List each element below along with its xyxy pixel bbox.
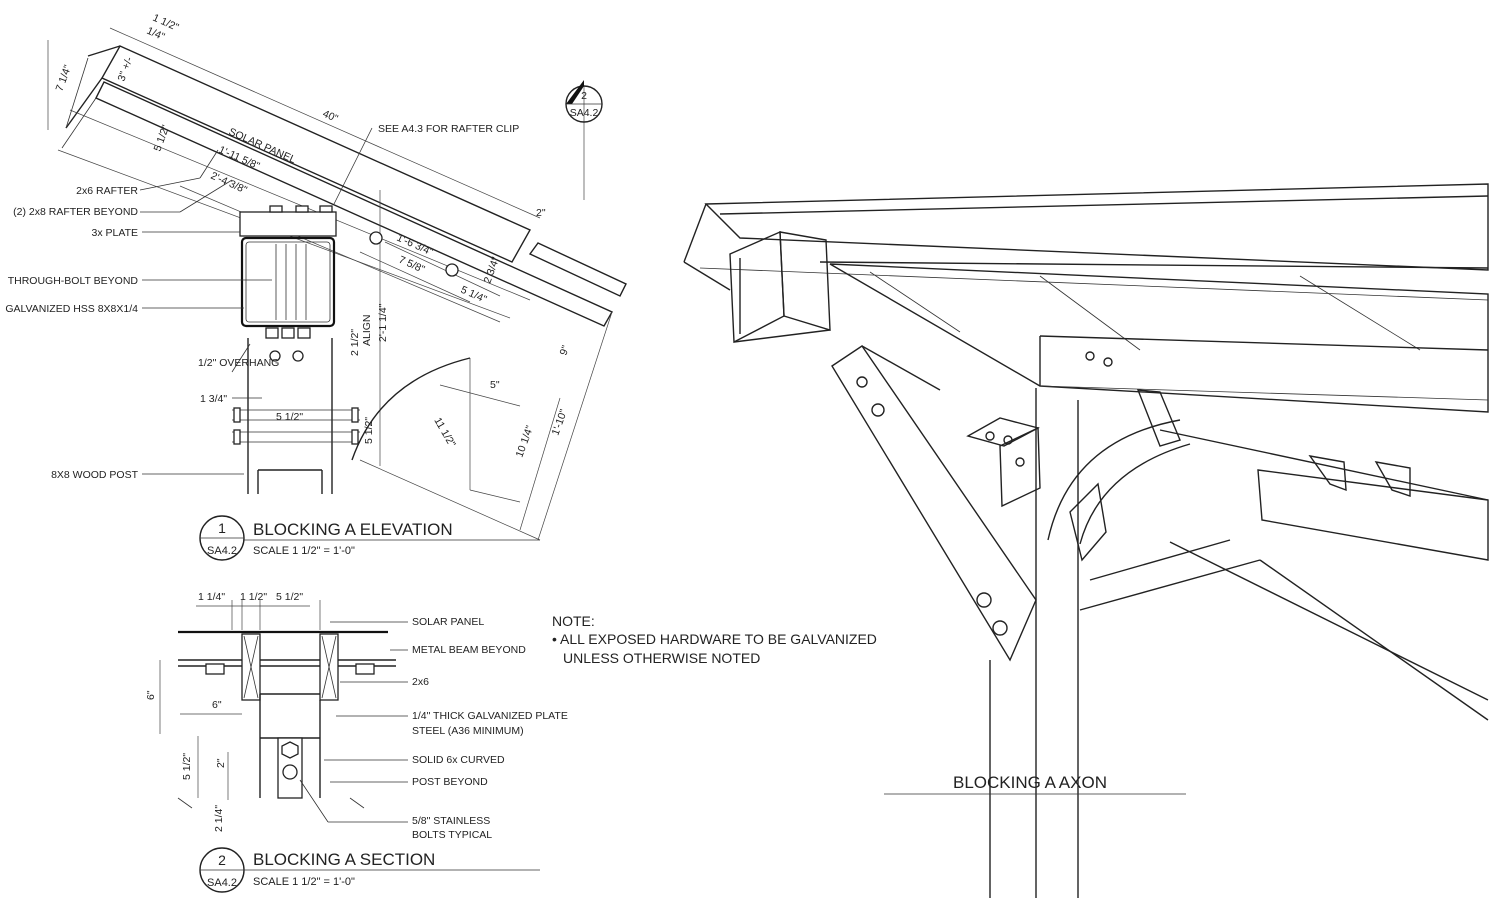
dim-5: 5" — [490, 379, 500, 391]
callout-sec-bolts-2: BOLTS TYPICAL — [412, 829, 492, 841]
callout-2x6-rafter: 2x6 RAFTER — [76, 185, 138, 197]
svg-text:SA4.2: SA4.2 — [207, 545, 237, 557]
dim-40: 40" — [321, 108, 340, 125]
dim-9: 9" — [558, 344, 573, 357]
dim-2-1-2: 2 1/2" — [349, 329, 361, 356]
callout-sec-bolts-1: 5/8" STAINLESS — [412, 815, 490, 827]
section-title: BLOCKING A SECTION — [253, 850, 435, 869]
dim-2-1-1-4: 2'-1 1/4" — [377, 303, 389, 342]
callout-sec-post-beyond: POST BEYOND — [412, 776, 488, 788]
section-scale: SCALE 1 1/2" = 1'-0" — [253, 876, 355, 888]
elevation-leaders — [139, 127, 373, 475]
note-heading: NOTE: — [552, 613, 595, 629]
section-cut-marker: 2 SA4.2 — [565, 80, 603, 123]
callout-sec-solid-curved: SOLID 6x CURVED — [412, 754, 505, 766]
callout-wood-post: 8X8 WOOD POST — [51, 469, 139, 481]
dim-sec-6-h: 6" — [212, 699, 222, 711]
dim-sec-5-1-2-v: 5 1/2" — [181, 753, 193, 780]
dim-sec-1-1-2: 1 1/2" — [240, 591, 267, 603]
svg-text:SA4.2: SA4.2 — [207, 877, 237, 889]
dim-5-1-2-side: 5 1/2" — [363, 417, 375, 444]
callout-through-bolt: THROUGH-BOLT BEYOND — [8, 275, 139, 287]
general-note: NOTE: • ALL EXPOSED HARDWARE TO BE GALVA… — [552, 613, 877, 666]
svg-text:2: 2 — [581, 90, 587, 102]
dim-sec-2: 2" — [215, 758, 227, 768]
dim-2-3-4: 2 3/4" — [482, 255, 503, 285]
dim-sec-1-1-4: 1 1/4" — [198, 591, 225, 603]
section-title-block: 2 SA4.2 BLOCKING A SECTION SCALE 1 1/2" … — [199, 847, 540, 893]
dim-7-5-8: 7 5/8" — [397, 254, 427, 276]
callout-overhang: 1/2" OVERHANG — [198, 357, 279, 369]
dim-2-4-3-8: 2'-4 3/8" — [209, 170, 249, 197]
elevation-detail: SEE A4.3 FOR RAFTER CLIP 2x6 RAFTER (2) … — [5, 12, 627, 561]
dim-5-1-2-post: 5 1/2" — [276, 411, 303, 423]
svg-text:SA4.2: SA4.2 — [570, 107, 599, 119]
callout-3x-plate: 3x PLATE — [92, 227, 139, 239]
callout-2x8-rafter-beyond: (2) 2x8 RAFTER BEYOND — [13, 206, 138, 218]
hss-tube — [240, 236, 336, 328]
callout-sec-plate-2: STEEL (A36 MINIMUM) — [412, 725, 524, 737]
dim-2: 2" — [536, 207, 546, 219]
elevation-title: BLOCKING A ELEVATION — [253, 520, 453, 539]
callout-sec-metal-beam: METAL BEAM BEYOND — [412, 644, 526, 656]
callout-rafter-clip: SEE A4.3 FOR RAFTER CLIP — [378, 123, 519, 135]
dim-sec-2-1-4: 2 1/4" — [213, 805, 225, 832]
dim-1-3-4: 1 3/4" — [200, 393, 227, 405]
section-detail: 1 1/4" 1 1/2" 5 1/2" 6" 6" 5 1/2" — [145, 591, 568, 893]
dim-1-10: 1'-10" — [550, 408, 571, 437]
svg-text:2: 2 — [218, 852, 226, 868]
dim-sec-5-1-2: 5 1/2" — [276, 591, 303, 603]
dim-5-1-2-top: 5 1/2" — [152, 123, 173, 153]
dim-7-1-4: 7 1/4" — [54, 63, 75, 93]
elevation-scale: SCALE 1 1/2" = 1'-0" — [253, 545, 355, 557]
callout-sec-2x6: 2x6 — [412, 676, 429, 688]
dim-align: ALIGN — [361, 314, 373, 346]
callout-sec-plate-1: 1/4" THICK GALVANIZED PLATE — [412, 710, 568, 722]
dim-sec-6-v: 6" — [145, 690, 157, 700]
dim-10-1-4: 10 1/4" — [514, 424, 537, 459]
wood-post-elevation — [232, 338, 360, 494]
note-line-1: • ALL EXPOSED HARDWARE TO BE GALVANIZED — [552, 631, 877, 647]
dim-11-1-2: 11 1/2" — [431, 416, 458, 450]
axon-view: BLOCKING A AXON — [683, 183, 1489, 898]
dim-3-plus-minus: 3" +/- — [116, 55, 136, 83]
elevation-title-block: 1 SA4.2 BLOCKING A ELEVATION SCALE 1 1/2… — [199, 515, 540, 561]
svg-text:1: 1 — [218, 520, 226, 536]
note-line-2: UNLESS OTHERWISE NOTED — [563, 650, 760, 666]
callout-sec-solar-panel: SOLAR PANEL — [412, 616, 484, 628]
dim-5-1-4: 5 1/4" — [459, 284, 489, 306]
axon-title: BLOCKING A AXON — [953, 773, 1107, 792]
solar-panel-elevation — [61, 45, 627, 327]
callout-galvanized-hss: GALVANIZED HSS 8X8X1/4 — [5, 303, 138, 315]
